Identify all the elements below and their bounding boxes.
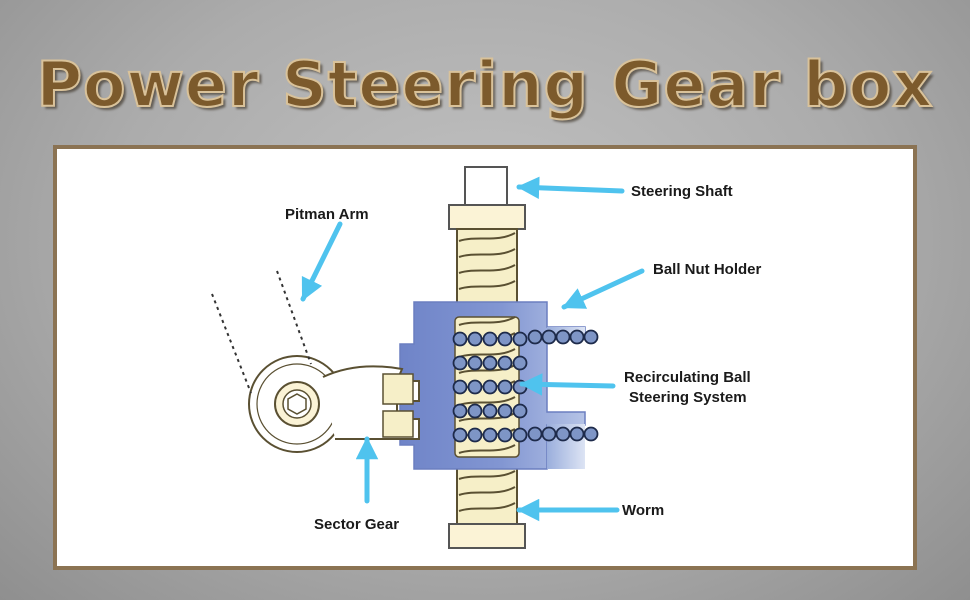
steel-ball — [512, 403, 528, 419]
worm-thread — [458, 248, 516, 258]
steel-ball — [569, 329, 585, 345]
recirculating-balls — [452, 329, 599, 443]
steel-ball — [583, 426, 599, 442]
steel-ball — [452, 427, 468, 443]
arrow-pitman-arm — [300, 221, 343, 302]
worm-thread — [458, 280, 516, 290]
worm-thread — [458, 316, 516, 326]
steel-ball — [467, 355, 483, 371]
steel-ball — [482, 403, 498, 419]
steel-ball — [569, 426, 585, 442]
steel-ball — [467, 427, 483, 443]
steel-ball — [482, 331, 498, 347]
worm-thread — [458, 396, 516, 406]
worm-thread — [458, 264, 516, 274]
steel-ball — [467, 379, 483, 395]
steel-ball — [497, 403, 513, 419]
steel-ball — [452, 379, 468, 395]
label-steering-shaft: Steering Shaft — [631, 183, 733, 200]
steel-ball — [497, 427, 513, 443]
steel-ball — [527, 329, 543, 345]
label-recirculating-line1: Recirculating Ball — [624, 369, 751, 386]
steering-shaft — [448, 166, 526, 230]
steel-ball — [497, 331, 513, 347]
arrow-steering-shaft — [516, 176, 625, 200]
steel-ball — [452, 355, 468, 371]
pitman-arm-hub — [274, 381, 320, 427]
steel-ball — [482, 427, 498, 443]
worm-thread — [458, 232, 516, 242]
worm-thread — [458, 502, 516, 512]
worm-thread — [458, 486, 516, 496]
sector-gear — [248, 355, 420, 453]
label-sector-gear: Sector Gear — [314, 516, 399, 533]
steel-ball — [555, 329, 571, 345]
label-ball-nut-holder: Ball Nut Holder — [653, 261, 762, 278]
page-title: Power Steering Gear box — [36, 47, 934, 122]
steel-ball — [452, 403, 468, 419]
pitman-arm-dotted-lines — [211, 270, 312, 394]
steel-ball — [583, 329, 599, 345]
steel-ball — [482, 379, 498, 395]
steel-ball — [512, 355, 528, 371]
label-worm: Worm — [622, 502, 664, 519]
steel-ball — [512, 427, 528, 443]
label-pitman-arm: Pitman Arm — [285, 206, 369, 223]
arrow-ball-nut-holder — [561, 268, 645, 310]
worm-thread — [458, 444, 516, 454]
label-recirculating-line2: Steering System — [629, 389, 747, 406]
steel-ball — [497, 379, 513, 395]
steel-ball — [541, 329, 557, 345]
steel-ball — [497, 355, 513, 371]
worm-thread — [458, 470, 516, 480]
worm-threads — [458, 232, 516, 512]
steel-ball — [527, 426, 543, 442]
steel-ball — [482, 355, 498, 371]
worm-thread — [458, 348, 516, 358]
steel-ball — [541, 426, 557, 442]
callout-arrows — [300, 176, 645, 522]
steel-ball — [452, 331, 468, 347]
steel-ball — [467, 331, 483, 347]
diagram-panel: Steering Shaft Pitman Arm Ball Nut Holde… — [53, 145, 917, 570]
steel-ball — [555, 426, 571, 442]
arrow-recirculating — [519, 373, 616, 396]
steel-ball — [467, 403, 483, 419]
steering-gearbox-diagram: Steering Shaft Pitman Arm Ball Nut Holde… — [211, 166, 762, 549]
steel-ball — [512, 331, 528, 347]
